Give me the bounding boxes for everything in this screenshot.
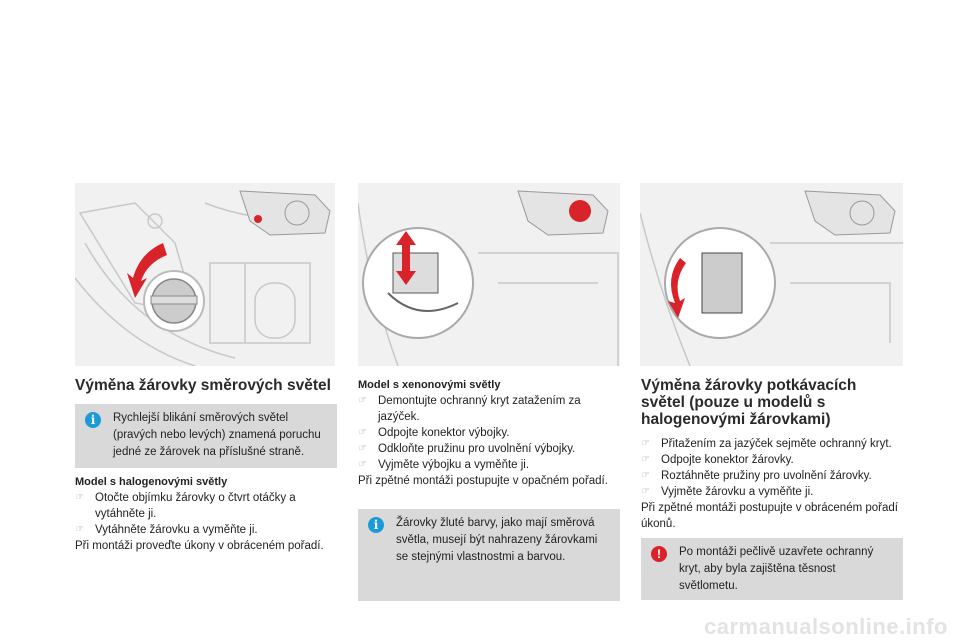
info-box: i Žárovky žluté barvy, jako mají směrová… [358, 509, 620, 601]
step: Vytáhněte žárovku a vyměňte ji. [75, 522, 337, 538]
info-icon: i [368, 517, 384, 533]
info-text: Žárovky žluté barvy, jako mají směrová s… [396, 517, 598, 563]
warning-icon: ! [651, 546, 667, 562]
step: Roztáhněte pružiny pro uvolnění žárovky. [641, 468, 903, 484]
steps-list: Přitažením za jazýček sejměte ochranný k… [641, 436, 903, 500]
turn-signal-section: Výměna žárovky směrových světel i Rychle… [75, 377, 337, 554]
step: Odkloňte pružinu pro uvolnění výbojky. [358, 441, 620, 457]
section-title: Výměna žárovky potkávacích světel (pouze… [641, 377, 857, 428]
subsection-title: Model s halogenovými světly [75, 476, 228, 488]
illustration-turn-signal [75, 183, 335, 366]
step: Odpojte konektor žárovky. [641, 452, 903, 468]
step: Demontujte ochranný kryt zatažením za ja… [358, 393, 620, 425]
note: Při montáži proveďte úkony v obráceném p… [75, 540, 324, 552]
low-beam-section: Výměna žárovky potkávacích světel (pouze… [641, 377, 903, 600]
illustration-xenon-bulb [358, 183, 620, 366]
step: Přitažením za jazýček sejměte ochranný k… [641, 436, 903, 452]
watermark: carmanualsonline.info [704, 614, 948, 639]
steps-list: Demontujte ochranný kryt zatažením za ja… [358, 393, 620, 473]
info-icon: i [85, 412, 101, 428]
warning-box: ! Po montáži pečlivě uzavřete ochranný k… [641, 538, 903, 600]
subsection-title: Model s xenonovými světly [358, 379, 501, 391]
step: Odpojte konektor výbojky. [358, 425, 620, 441]
info-text: Rychlejší blikání směrových světel (prav… [113, 412, 321, 458]
warning-text: Po montáži pečlivě uzavřete ochranný kry… [679, 546, 874, 592]
note: Při zpětné montáži postupujte v opačném … [358, 475, 608, 487]
section-title: Výměna žárovky směrových světel [75, 377, 331, 394]
step: Vyjměte žárovku a vyměňte ji. [641, 484, 903, 500]
step: Otočte objímku žárovky o čtvrt otáčky a … [75, 490, 337, 522]
steps-list: Otočte objímku žárovky o čtvrt otáčky a … [75, 490, 337, 538]
xenon-section: Model s xenonovými světly Demontujte och… [358, 377, 620, 601]
info-box: i Rychlejší blikání směrových světel (pr… [75, 404, 337, 468]
illustration-low-beam-bulb [640, 183, 903, 366]
step: Vyjměte výbojku a vyměňte ji. [358, 457, 620, 473]
note: Při zpětné montáži postupujte v obrácené… [641, 502, 898, 530]
